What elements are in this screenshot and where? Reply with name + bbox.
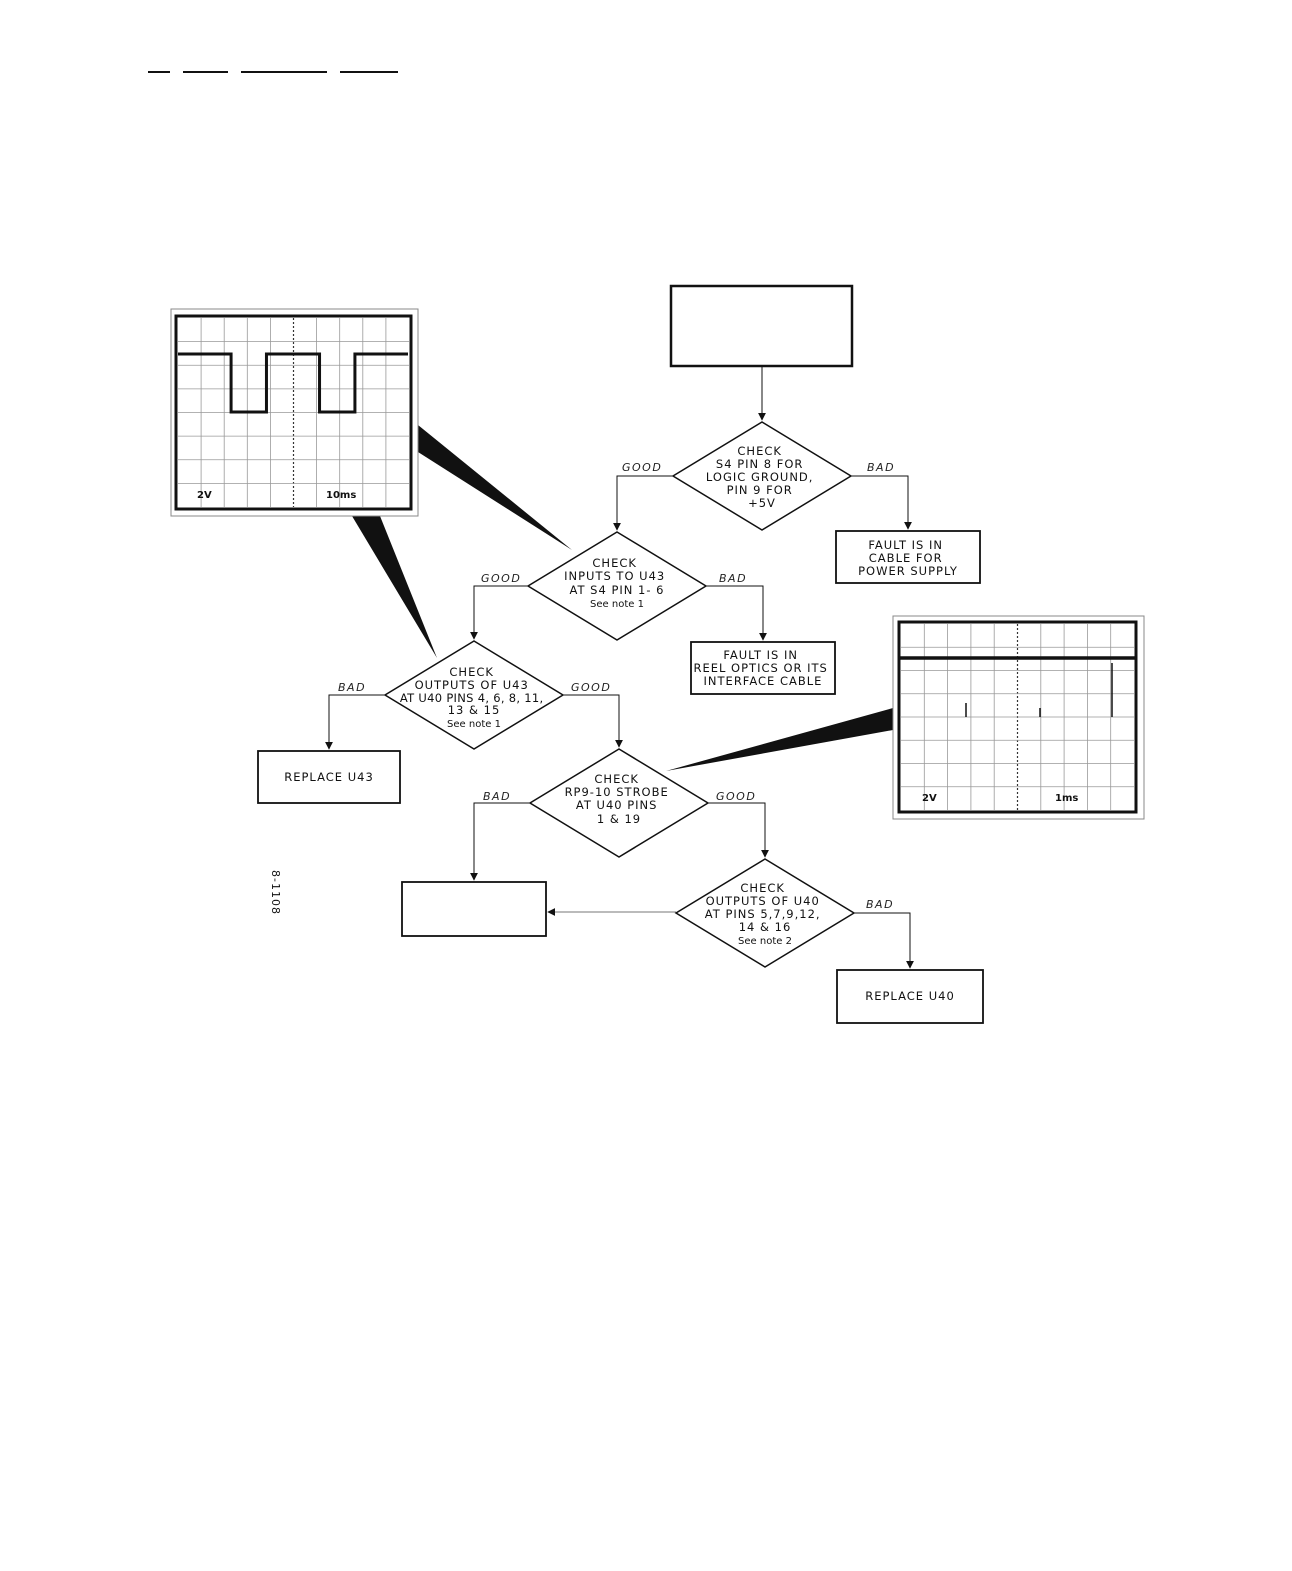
svg-text:CHECK INPUTS TO U43: CHECK INPUTS TO U43 AT S4 PIN 1- 6 (564, 556, 670, 597)
faded-result-box (402, 882, 546, 936)
decision-check-outputs-u43: CHECK OUTPUTS OF U43 AT U40 PINS 4, 6, 8… (385, 641, 563, 749)
svg-text:FAULT IS IN REEL OPTIC: FAULT IS IN REEL OPTICS OR ITS INTERFACE… (693, 648, 832, 688)
fault-cable-power-box: FAULT IS IN CABLE FOR POWER SUPPLY (836, 531, 980, 583)
branch-bad-5: BAD (866, 898, 894, 911)
scope-2-time: 1ms (1055, 793, 1078, 804)
oscilloscope-2: 2V 1ms (893, 616, 1144, 819)
oscilloscope-1: 2V 10ms (171, 309, 418, 516)
branch-bad-1: BAD (867, 461, 895, 474)
check-s4-line-4: PIN 9 FOR (727, 483, 793, 497)
figure-id: 8-1108 (269, 870, 282, 915)
branch-good-3: GOOD (571, 681, 611, 694)
decision-check-outputs-u40: CHECK OUTPUTS OF U40 AT PINS 5,7,9,12, 1… (676, 859, 854, 967)
svg-text:REPLACE U40: REPLACE U40 (865, 989, 955, 1003)
decision-check-inputs-u43: CHECK INPUTS TO U43 AT S4 PIN 1- 6 See n… (528, 532, 706, 640)
svg-text:CHECK S4 PIN 8 FOR: CHECK S4 PIN 8 FOR LOGIC GROUND, PIN 9 F… (706, 444, 818, 510)
branch-good-2: GOOD (481, 572, 521, 585)
check-s4-line-3: LOGIC GROUND, (706, 470, 814, 484)
branch-bad-2: BAD (719, 572, 747, 585)
branch-good-4: GOOD (716, 790, 756, 803)
svg-text:REPLACE U43: REPLACE U43 (284, 770, 374, 784)
check-s4-line-1: CHECK (737, 444, 782, 458)
replace-u43-box: REPLACE U43 (258, 751, 400, 803)
fault-reel-optics-box: FAULT IS IN REEL OPTICS OR ITS INTERFACE… (691, 642, 835, 694)
branch-bad-4: BAD (483, 790, 511, 803)
replace-u40-box: REPLACE U40 (837, 970, 983, 1023)
decision-check-strobe: CHECK RP9-10 STROBE AT U40 PINS 1 & 19 (530, 749, 708, 857)
note-1-ref: See note 1 (590, 599, 644, 610)
start-box (671, 286, 852, 366)
check-s4-line-5: +5V (748, 496, 776, 510)
scope-1-volts: 2V (197, 490, 212, 501)
svg-text:See note 1: See note 1 (447, 719, 501, 730)
svg-text:FAULT IS IN CABLE FOR: FAULT IS IN CABLE FOR POWER SUPPLY (858, 538, 958, 578)
branch-good-1: GOOD (622, 461, 662, 474)
svg-text:See note 2: See note 2 (738, 936, 792, 947)
scope-2-volts: 2V (922, 793, 937, 804)
check-s4-line-2: S4 PIN 8 FOR (716, 457, 804, 471)
decision-check-s4-pin8: CHECK S4 PIN 8 FOR LOGIC GROUND, PIN 9 F… (673, 422, 851, 530)
svg-text:CHECK OUTPUTS OF U40: CHECK OUTPUTS OF U40 AT PINS 5,7,9,12, 1… (705, 881, 825, 934)
branch-bad-3: BAD (338, 681, 366, 694)
svg-text:CHECK RP9-10 STROBE: CHECK RP9-10 STROBE AT U40 PINS 1 & 19 (565, 772, 674, 826)
scope-1-time: 10ms (326, 490, 356, 501)
